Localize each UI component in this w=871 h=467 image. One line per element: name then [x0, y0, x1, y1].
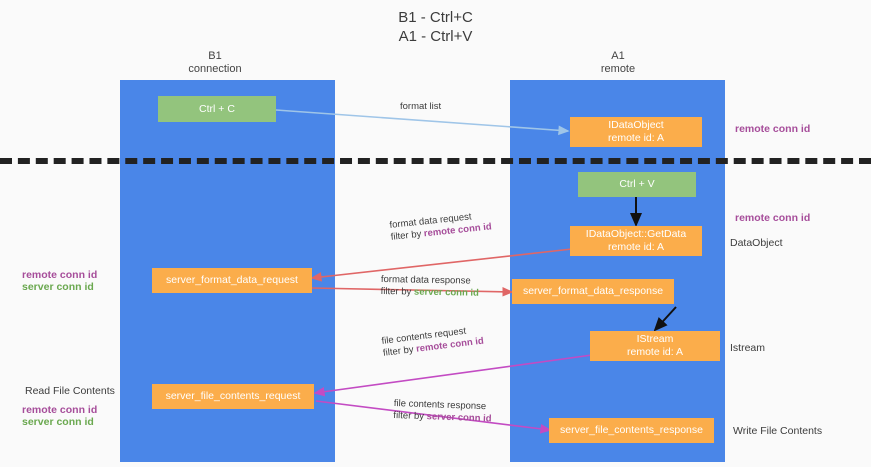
node-getdata[interactable]: IDataObject::GetData remote id: A	[570, 226, 702, 256]
node-getdata-sub: remote id: A	[607, 241, 665, 253]
annotation-right-istream: Istream	[730, 342, 766, 354]
annotation-left-server-conn-id-1: server conn id	[22, 281, 94, 293]
annotation-left-read-file-contents: Read File Contents	[25, 385, 115, 397]
column-header-a1-sub: remote	[600, 63, 636, 75]
edge-label-file-contents-response: file contents response filter by server …	[393, 398, 492, 425]
arrow-file-contents-response	[315, 400, 552, 434]
node-idataobject-sub: remote id: A	[607, 132, 665, 144]
node-idataobject-label: IDataObject	[608, 119, 664, 131]
arrow-format-list	[275, 109, 570, 136]
column-header-b1-name: B1	[208, 50, 222, 62]
node-istream-label: IStream	[636, 333, 674, 345]
node-server-file-contents-request-label: server_file_contents_request	[165, 390, 301, 402]
node-server-file-contents-request[interactable]: server_file_contents_request	[152, 384, 314, 409]
edge-label-format-data-response-filter-prefix: filter by	[380, 285, 415, 298]
node-ctrl-c-label: Ctrl + C	[199, 102, 235, 115]
node-server-format-data-response-label: server_format_data_response	[522, 285, 664, 297]
edge-label-format-list: format list	[400, 101, 441, 113]
edge-label-file-contents-response-filter-key: server conn id	[426, 411, 492, 425]
node-getdata-label: IDataObject::GetData	[585, 228, 687, 240]
column-header-a1-name: A1	[611, 50, 625, 62]
annotation-right-remote-conn-id-top: remote conn id	[735, 123, 811, 135]
node-istream-sub: remote id: A	[626, 346, 684, 358]
arrow-file-contents-request	[313, 354, 593, 397]
annotation-right-dataobject: DataObject	[730, 237, 783, 249]
node-ctrl-v-label: Ctrl + V	[619, 178, 655, 190]
page-title-line1: B1 - Ctrl+C	[398, 9, 473, 26]
edge-label-format-data-request-filter-prefix: filter by	[390, 228, 425, 243]
arrow-format-data-response	[311, 287, 514, 297]
annotation-right-write-file-contents: Write File Contents	[733, 425, 823, 437]
column-header-b1-sub: connection	[188, 63, 242, 75]
arrow-format-data-request	[310, 248, 573, 282]
node-ctrl-c[interactable]: Ctrl + C	[158, 96, 276, 122]
annotation-left-remote-conn-id-1: remote conn id	[22, 269, 98, 281]
annotation-left-remote-conn-id-2: remote conn id	[22, 404, 98, 416]
edge-label-format-list-line1: format list	[400, 101, 442, 112]
arrow-response-istream	[653, 306, 677, 332]
node-istream[interactable]: IStream remote id: A	[590, 331, 720, 361]
edge-label-format-data-response: format data response filter by server co…	[381, 274, 480, 300]
node-server-format-data-request[interactable]: server_format_data_request	[152, 268, 312, 293]
node-server-format-data-response[interactable]: server_format_data_response	[512, 279, 674, 304]
node-idataobject[interactable]: IDataObject remote id: A	[570, 117, 702, 147]
node-server-file-contents-response-label: server_file_contents_response	[559, 424, 703, 436]
annotation-left-server-conn-id-2: server conn id	[22, 416, 94, 428]
edge-label-file-contents-response-filter-prefix: filter by	[393, 409, 427, 423]
annotation-right-remote-conn-id-mid: remote conn id	[735, 212, 811, 224]
edge-label-format-data-response-filter-key: server conn id	[413, 286, 479, 299]
section-divider	[0, 158, 871, 164]
page-title-line2: A1 - Ctrl+V	[398, 28, 473, 45]
node-server-file-contents-response[interactable]: server_file_contents_response	[549, 418, 714, 443]
node-server-format-data-request-label: server_format_data_request	[166, 274, 298, 286]
node-ctrl-v[interactable]: Ctrl + V	[578, 172, 696, 197]
